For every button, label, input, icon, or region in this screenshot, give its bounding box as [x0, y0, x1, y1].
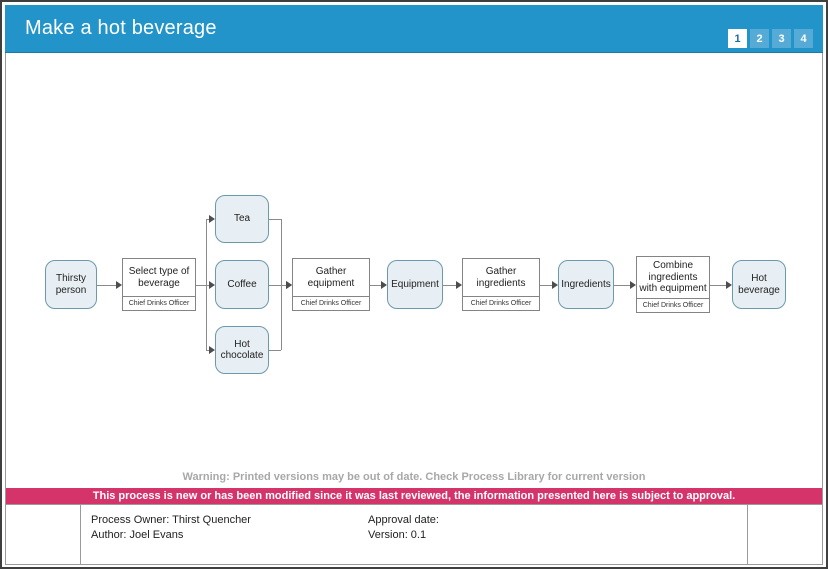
- connector-line: [540, 285, 549, 286]
- connector-arrowhead: [209, 281, 215, 289]
- warning-text: Warning: Printed versions may be out of …: [182, 471, 646, 483]
- connector-line: [206, 219, 207, 285]
- connector-line: [370, 285, 379, 286]
- connector-arrowhead: [209, 215, 215, 223]
- connector-arrowhead: [726, 281, 732, 289]
- page-title: Make a hot beverage: [25, 17, 217, 39]
- flow-node-thirsty-person[interactable]: Thirsty person: [45, 260, 97, 309]
- author-text: Author: Joel Evans: [91, 529, 184, 541]
- flow-node-label: Combine ingredients with equipment: [639, 260, 707, 295]
- flow-node-hot-chocolate[interactable]: Hot chocolate: [215, 326, 269, 374]
- connector-line: [614, 285, 625, 286]
- footer: Process Owner: Thirst Quencher Author: J…: [6, 504, 822, 564]
- page-button-3[interactable]: 3: [772, 29, 791, 48]
- flow-node-label: Equipment: [391, 278, 439, 290]
- connector-line: [625, 285, 631, 286]
- flow-node-ingredients[interactable]: Ingredients: [558, 260, 614, 309]
- flow-node-label: Tea: [233, 213, 251, 225]
- page-button-2[interactable]: 2: [750, 29, 769, 48]
- connector-line: [453, 285, 457, 286]
- flow-node-coffee[interactable]: Coffee: [215, 260, 269, 309]
- connector-line: [206, 350, 210, 351]
- connector-line: [379, 285, 382, 286]
- flow-node-role: Chief Drinks Officer: [463, 296, 539, 310]
- connector-line: [549, 285, 553, 286]
- flow-node-role: Chief Drinks Officer: [123, 296, 195, 310]
- connector-arrowhead: [209, 346, 215, 354]
- connector-line: [196, 285, 206, 286]
- connector-line: [269, 285, 281, 286]
- page-button-1[interactable]: 1: [728, 29, 747, 48]
- connector-arrowhead: [630, 281, 636, 289]
- connector-line: [721, 285, 727, 286]
- connector-line: [206, 285, 210, 286]
- connector-arrowhead: [552, 281, 558, 289]
- flow-node-label: Coffee: [227, 278, 257, 290]
- connector-line: [206, 219, 210, 220]
- connector-arrowhead: [381, 281, 387, 289]
- connector-line: [710, 285, 721, 286]
- connector-line: [97, 285, 110, 286]
- flow-node-role: Chief Drinks Officer: [637, 298, 709, 312]
- flow-node-hot-beverage[interactable]: Hot beverage: [732, 260, 786, 309]
- approval-banner: This process is new or has been modified…: [6, 488, 822, 504]
- flow-node-label: Ingredients: [561, 278, 611, 290]
- connector-line: [206, 285, 207, 350]
- flow-node-label: Gather ingredients: [476, 266, 526, 289]
- connector-arrowhead: [116, 281, 122, 289]
- connector-line: [443, 285, 453, 286]
- connector-line: [281, 285, 287, 286]
- version-text: Version: 0.1: [368, 529, 427, 541]
- connector-line: [281, 219, 282, 285]
- flow-node-role: Chief Drinks Officer: [293, 296, 369, 310]
- flow-node-equipment[interactable]: Equipment: [387, 260, 443, 309]
- flow-node-label: Select type of beverage: [128, 266, 190, 289]
- connector-line: [269, 219, 281, 220]
- connector-arrowhead: [286, 281, 292, 289]
- page-button-4[interactable]: 4: [794, 29, 813, 48]
- flow-node-label: Hot beverage: [738, 273, 780, 296]
- connector-line: [281, 285, 282, 350]
- process-owner-text: Process Owner: Thirst Quencher: [91, 514, 251, 526]
- flow-node-label: Thirsty person: [55, 273, 87, 296]
- approval-date-text: Approval date:: [368, 514, 439, 526]
- footer-cell-main: Process Owner: Thirst Quencher Author: J…: [80, 505, 748, 564]
- connector-line: [269, 350, 281, 351]
- footer-cell-right: [748, 505, 822, 564]
- flow-node-tea[interactable]: Tea: [215, 195, 269, 243]
- footer-cell-left: [6, 505, 80, 564]
- flow-node-label: Hot chocolate: [220, 338, 264, 362]
- connector-line: [110, 285, 117, 286]
- flow-node-label: Gather equipment: [307, 266, 355, 289]
- connector-arrowhead: [456, 281, 462, 289]
